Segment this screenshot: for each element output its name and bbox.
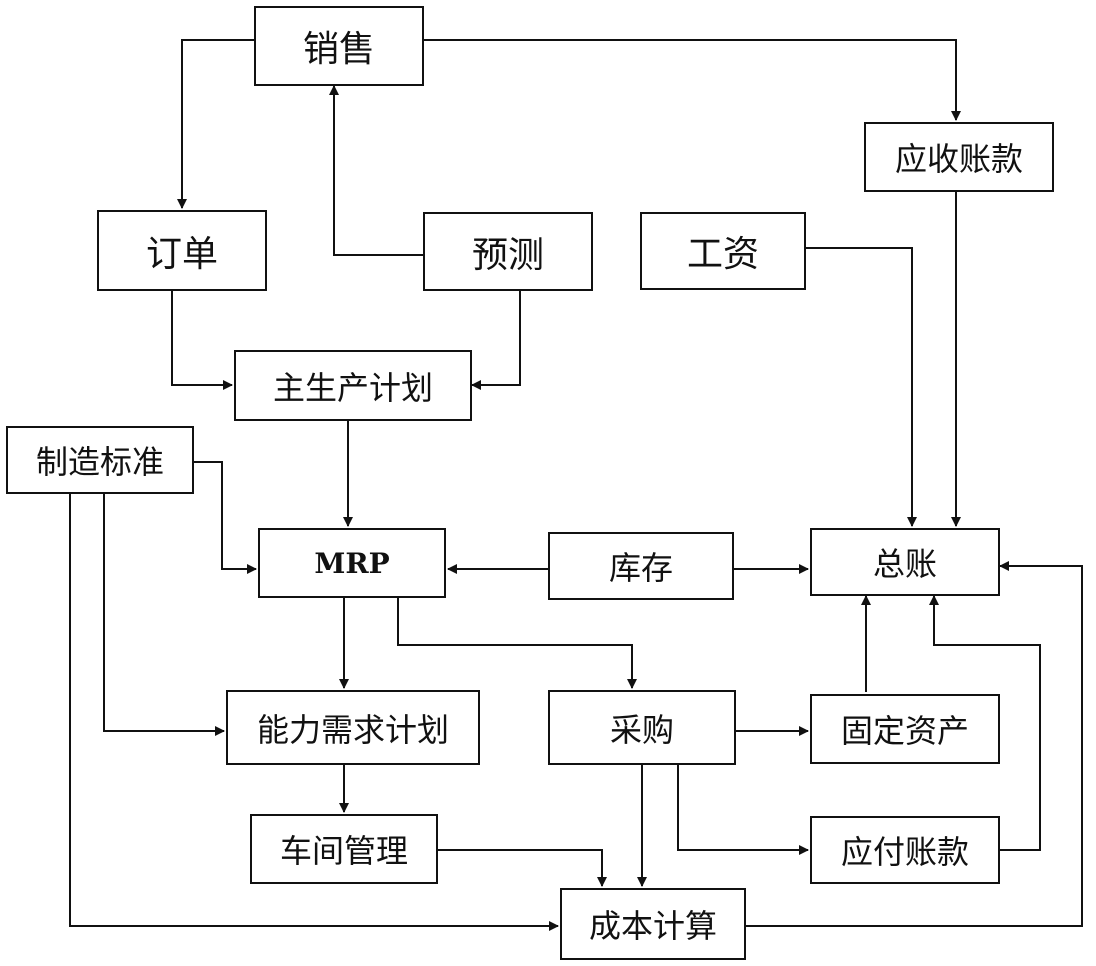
arrow-forecast-to-sales [329,85,423,256]
crp-box: 能力需求计划 [226,690,480,765]
mrp-label: MRP [314,546,390,580]
arrow-sales-to-receivables [424,39,961,121]
arrow-sales-to-order [177,39,254,209]
inventory-box: 库存 [548,532,734,600]
arrow-standards-to-costing [69,494,559,931]
payables-label: 应付账款 [840,833,969,871]
sales-box: 销售 [254,6,424,86]
order-label: 订单 [145,233,218,275]
arrow-standards-to-crp [103,494,225,736]
arrow-wages-to-ledger [806,247,917,527]
mfg-standards-box: 制造标准 [6,426,194,494]
fixed-assets-box: 固定资产 [810,694,1000,764]
arrow-shop-floor-to-costing [438,849,607,887]
mps-label: 主生产计划 [272,368,433,407]
mrp-box: MRP [258,528,446,598]
purchasing-label: 采购 [609,710,674,749]
arrow-order-to-mps [171,291,233,390]
costing-box: 成本计算 [560,888,746,960]
arrow-forecast-to-mps [471,291,521,390]
mps-box: 主生产计划 [234,350,472,421]
wages-label: 工资 [686,234,759,275]
costing-label: 成本计算 [588,907,717,945]
receivables-box: 应收账款 [864,122,1054,192]
arrow-standards-to-mrp [194,461,257,574]
arrow-purchasing-to-payables [677,765,809,855]
fixed-assets-label: 固定资产 [840,712,969,750]
shop-floor-box: 车间管理 [250,814,438,884]
payables-box: 应付账款 [810,816,1000,884]
forecast-label: 预测 [471,234,544,276]
arrow-payables-to-ledger [929,595,1041,851]
receivables-label: 应收账款 [894,140,1023,178]
sales-label: 销售 [302,29,375,70]
general-ledger-box: 总账 [810,528,1000,596]
purchasing-box: 采购 [548,690,736,765]
crp-label: 能力需求计划 [256,710,449,749]
general-ledger-label: 总账 [872,545,937,583]
arrow-mrp-to-purchasing [397,598,637,689]
shop-floor-label: 车间管理 [279,832,408,870]
arrow-costing-to-ledger [746,561,1083,927]
inventory-label: 库存 [608,549,673,587]
order-box: 订单 [97,210,267,291]
forecast-box: 预测 [423,212,593,291]
wages-box: 工资 [640,212,806,290]
mfg-standards-label: 制造标准 [35,443,164,481]
